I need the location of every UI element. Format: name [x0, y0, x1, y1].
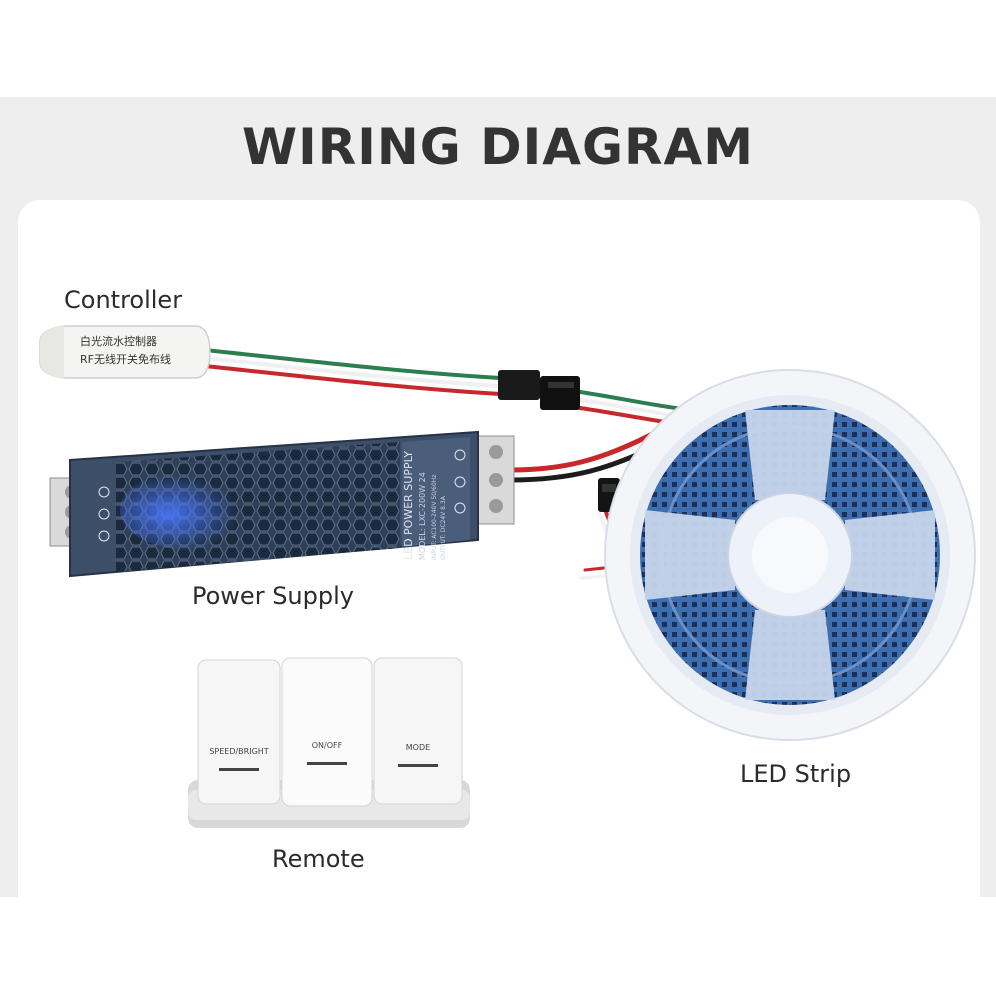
label-led-strip: LED Strip [740, 760, 852, 788]
controller-text-line2: RF无线开关免布线 [80, 352, 171, 366]
remote-button-label-3: MODE [406, 743, 430, 752]
controller-device: 白光流水控制器 RF无线开关免布线 [39, 325, 211, 379]
remote-button-label-1: SPEED/BRIGHT [209, 747, 268, 756]
sm-connector-male [498, 370, 580, 410]
psu-spec-output: OUTPUT: DC24V 8.3A [440, 495, 447, 560]
remote-button-label-2: ON/OFF [312, 741, 343, 750]
label-controller: Controller [64, 286, 183, 314]
psu-model: MODEL: LXC-200W 24 [418, 472, 427, 560]
psu-brand: LED POWER SUPPLY [402, 451, 415, 560]
page-title: WIRING DIAGRAM [242, 118, 754, 176]
psu-spec-input: INPUT: AC100-240V 50/60Hz [431, 475, 438, 560]
label-remote: Remote [272, 845, 365, 873]
controller-text-line1: 白光流水控制器 [80, 334, 157, 348]
label-power-supply: Power Supply [192, 582, 354, 610]
power-supply-device: LED POWER SUPPLY MODEL: LXC-200W 24 INPU… [49, 430, 515, 578]
remote-device: SPEED/BRIGHT ON/OFF MODE [188, 657, 470, 828]
wire-bundle-controller [203, 348, 502, 396]
led-strip-reel [604, 369, 976, 741]
